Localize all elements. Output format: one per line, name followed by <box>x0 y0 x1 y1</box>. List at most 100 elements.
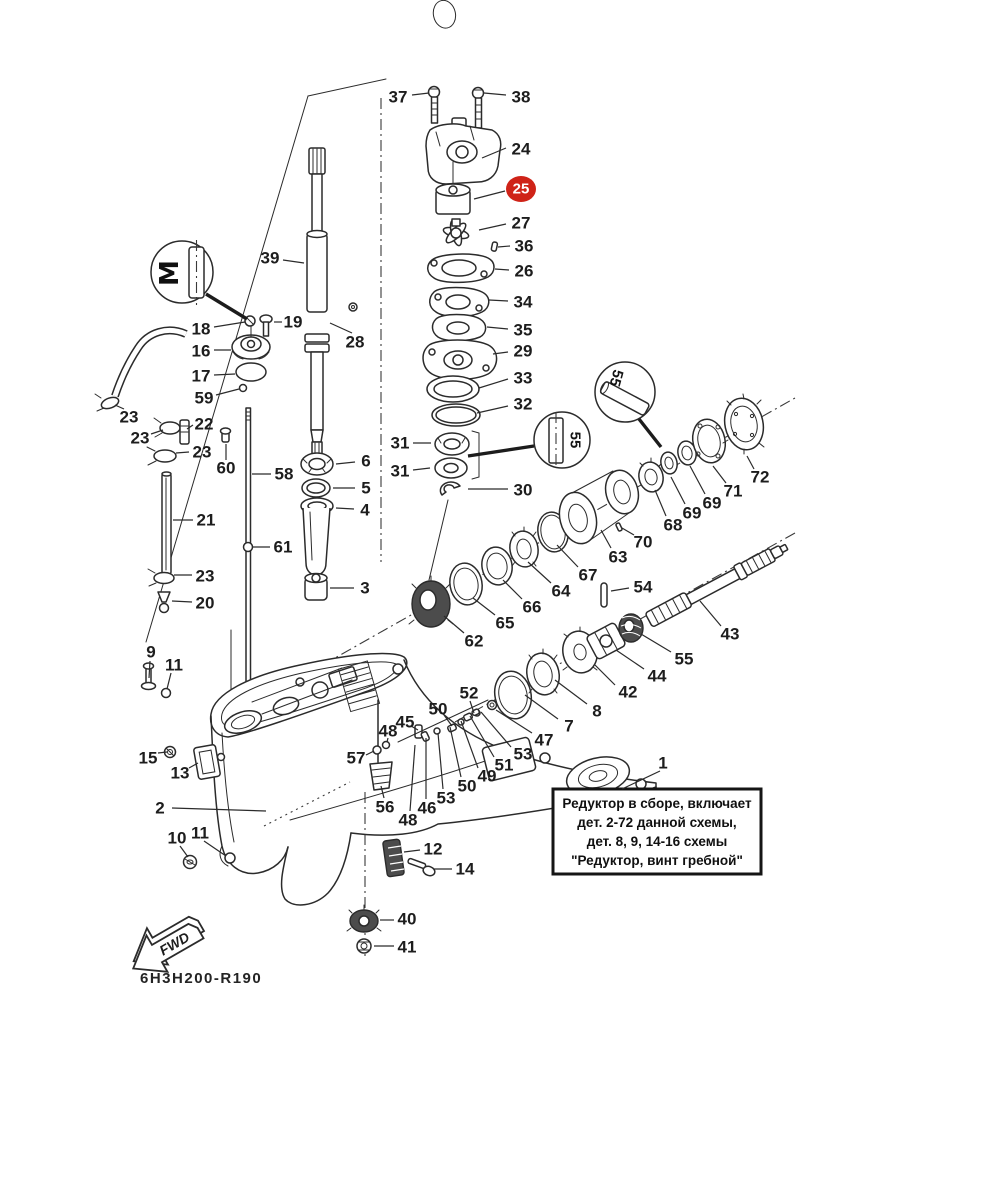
highlight-badge-25 <box>506 176 536 202</box>
part-label-33: 33 <box>514 369 533 388</box>
part-label-25: 25 <box>513 181 530 198</box>
part-label-18: 18 <box>192 320 211 339</box>
leader-line-7 <box>524 694 559 720</box>
leader-line-38 <box>483 92 507 96</box>
part-label-48a: 48 <box>399 811 418 830</box>
leader-line-56 <box>380 785 385 799</box>
part-sleeve-4 <box>300 497 334 576</box>
part-washer-11b <box>224 852 236 864</box>
detail-callouts: M 55 55 <box>150 240 663 469</box>
part-ball-53b <box>433 727 441 735</box>
part-bracket-13 <box>193 744 226 780</box>
part-clip-57 <box>372 745 382 755</box>
part-label-10: 10 <box>168 829 187 848</box>
boot-rib <box>372 774 391 778</box>
part-plunger-51 <box>463 712 473 722</box>
part-pin-36 <box>490 241 499 252</box>
shift-cam-axis <box>397 699 489 743</box>
part-label-65: 65 <box>496 614 515 633</box>
leader-line-13 <box>188 762 199 769</box>
part-label-31b: 31 <box>391 462 410 481</box>
leader-line-52 <box>469 700 475 714</box>
part-spacer-40 <box>346 904 382 933</box>
part-clutch-dog-44 <box>586 622 626 660</box>
part-label-44: 44 <box>648 667 667 686</box>
part-label-41: 41 <box>398 938 417 957</box>
note-line-2: дет. 2-72 данной схемы, <box>577 815 736 830</box>
casing-hole <box>539 752 551 764</box>
part-label-53b: 53 <box>437 789 456 808</box>
part-shift-rod-58 <box>245 407 252 707</box>
leader-line-43 <box>699 600 722 627</box>
part-dowel-pin-70 <box>615 522 623 532</box>
leader-line-1 <box>621 770 661 790</box>
part-label-50b: 50 <box>429 700 448 719</box>
part-hose-clamp-23d <box>147 568 175 587</box>
part-label-15: 15 <box>139 749 158 768</box>
leader-line-69b <box>689 465 706 495</box>
frame-line <box>307 78 387 97</box>
part-bolt-60 <box>219 427 232 443</box>
leader-line-62 <box>443 615 465 634</box>
drawing-code: 6H3H200-R190 <box>140 970 262 987</box>
leader-line-63 <box>600 529 612 549</box>
water-pump-stack <box>422 85 502 496</box>
leader-line-4 <box>335 507 355 510</box>
leader-line-8 <box>554 679 588 705</box>
leader-line-23b <box>150 429 164 435</box>
part-label-43: 43 <box>721 625 740 644</box>
part-impeller-housing-cup-25 <box>435 161 471 215</box>
lower-casing-group <box>140 652 657 954</box>
part-joint-61 <box>242 541 254 553</box>
leader-line-23c <box>175 451 190 454</box>
part-label-31a: 31 <box>391 434 410 453</box>
pump-base-group <box>231 314 273 393</box>
part-label-52: 52 <box>460 684 479 703</box>
part-label-8: 8 <box>592 702 601 721</box>
part-washer-69a <box>660 451 678 475</box>
leader-line-51 <box>469 715 495 758</box>
key-detail-glyph: M <box>155 260 185 286</box>
part-pump-base-16 <box>231 325 271 360</box>
part-label-16: 16 <box>192 342 211 361</box>
part-plunger-50b <box>447 723 457 733</box>
part-hose-clamp-23a <box>94 393 120 412</box>
part-label-55: 55 <box>675 650 694 669</box>
part-label-23c: 23 <box>193 443 212 462</box>
part-label-6: 6 <box>361 452 370 471</box>
part-label-24: 24 <box>512 140 531 159</box>
note-line-1: Редуктор в сборе, включает <box>562 796 752 811</box>
gear-train-group <box>408 393 765 628</box>
part-pump-base-housing-29 <box>422 339 498 380</box>
part-water-tube-21 <box>161 471 172 575</box>
leader-line-50a <box>449 726 462 778</box>
part-label-19: 19 <box>284 313 303 332</box>
part-label-4: 4 <box>360 501 370 520</box>
part-label-11a: 11 <box>165 656 183 675</box>
part-label-57: 57 <box>347 749 366 768</box>
part-label-14: 14 <box>456 860 475 879</box>
leader-line-45 <box>410 725 419 731</box>
part-ring-nut-72 <box>722 393 765 455</box>
leader-line-36 <box>497 245 511 248</box>
leader-line-64 <box>527 561 552 584</box>
part-outer-plate-26 <box>427 253 495 284</box>
shift-rod-lower-group <box>369 699 393 791</box>
part-label-20: 20 <box>196 594 215 613</box>
part-o-ring-32 <box>431 403 481 427</box>
part-label-7: 7 <box>564 717 573 736</box>
part-spring-55 <box>618 613 644 643</box>
part-label-23d: 23 <box>196 567 215 586</box>
leader-line-32 <box>476 405 509 414</box>
part-washer-66 <box>481 546 513 586</box>
bearing-bore-inner <box>577 763 619 789</box>
leader-line-10 <box>179 845 189 858</box>
leader-line-65 <box>472 597 496 616</box>
frame-line <box>145 95 309 643</box>
leader-line-11b <box>203 840 227 857</box>
leader-line-71 <box>712 465 727 484</box>
water-hose-core <box>112 328 188 397</box>
part-label-60: 60 <box>217 459 236 478</box>
part-label-62: 62 <box>465 632 484 651</box>
